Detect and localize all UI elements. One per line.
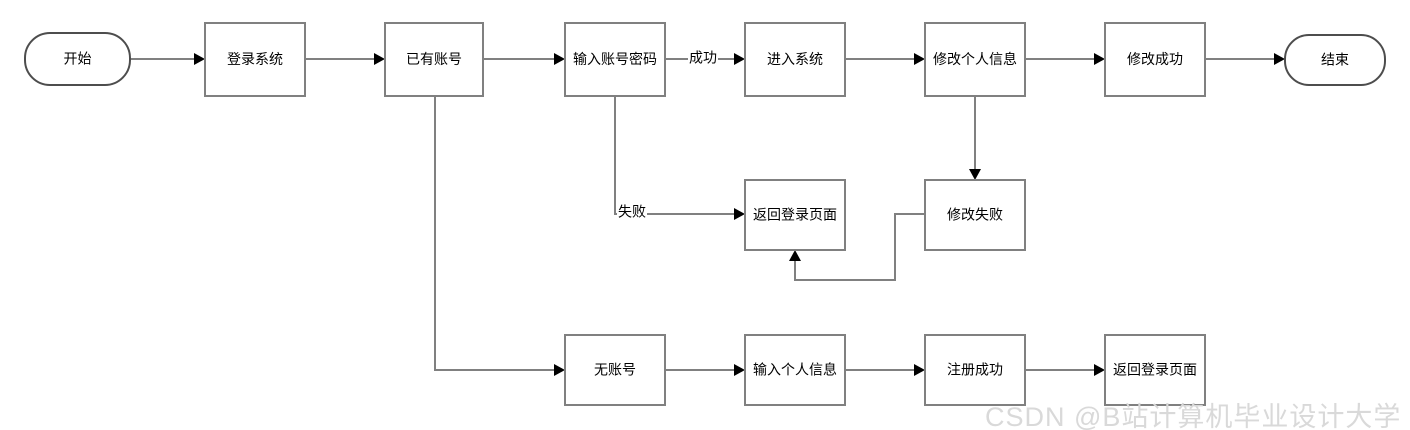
process-shape xyxy=(384,22,484,97)
arrow-head-icon xyxy=(914,364,925,376)
process-shape xyxy=(204,22,306,97)
edge xyxy=(483,53,565,65)
flow-node-edit_fail[interactable]: 修改失败 xyxy=(924,179,1026,251)
arrow-head-icon xyxy=(1094,53,1105,65)
flow-node-has_account[interactable]: 已有账号 xyxy=(384,22,484,97)
arrow-head-icon xyxy=(734,208,745,220)
process-shape xyxy=(744,179,846,251)
process-shape xyxy=(924,334,1026,406)
flow-node-enter_sys[interactable]: 进入系统 xyxy=(744,22,846,97)
edge-label-backdrop xyxy=(617,203,647,223)
flow-node-back_login_1[interactable]: 返回登录页面 xyxy=(744,179,846,251)
node-label: 结束 xyxy=(1321,52,1349,68)
node-label: 返回登录页面 xyxy=(1113,362,1197,378)
node-label: 注册成功 xyxy=(947,362,1003,378)
process-shape xyxy=(924,22,1026,97)
flow-node-no_account[interactable]: 无账号 xyxy=(564,334,666,406)
edge-label: 成功 xyxy=(689,50,717,66)
edge xyxy=(665,364,745,376)
edge xyxy=(845,53,925,65)
node-label: 输入账号密码 xyxy=(573,51,657,67)
edge: 成功 xyxy=(665,49,745,69)
flow-node-reg_ok[interactable]: 注册成功 xyxy=(924,334,1026,406)
edge xyxy=(434,96,565,376)
edge-line xyxy=(794,213,925,281)
process-shape xyxy=(744,22,846,97)
edge xyxy=(305,53,385,65)
edge xyxy=(789,213,925,281)
flow-node-end[interactable]: 结束 xyxy=(1284,34,1386,86)
arrow-head-icon xyxy=(914,53,925,65)
terminator-shape xyxy=(24,32,131,86)
node-label: 返回登录页面 xyxy=(753,207,837,223)
arrow-head-icon xyxy=(554,53,565,65)
node-label: 登录系统 xyxy=(227,51,283,67)
process-shape xyxy=(564,334,666,406)
edge-label-backdrop xyxy=(688,49,718,69)
node-label: 修改个人信息 xyxy=(933,51,1017,67)
process-shape xyxy=(744,334,846,406)
flow-node-edit_ok[interactable]: 修改成功 xyxy=(1104,22,1206,97)
edge: 失败 xyxy=(614,96,745,223)
edge-label: 失败 xyxy=(618,204,646,220)
arrow-head-icon xyxy=(194,53,205,65)
edge xyxy=(1205,53,1285,65)
arrow-head-icon xyxy=(374,53,385,65)
node-label: 进入系统 xyxy=(767,51,823,67)
process-shape xyxy=(564,22,666,97)
node-label: 修改失败 xyxy=(947,207,1003,223)
arrow-head-icon xyxy=(969,169,981,180)
arrow-head-icon xyxy=(554,364,565,376)
node-label: 无账号 xyxy=(594,362,636,378)
node-label: 已有账号 xyxy=(406,51,462,67)
edge xyxy=(1025,53,1105,65)
edge xyxy=(1025,364,1105,376)
edge xyxy=(130,53,205,65)
flow-node-input_info[interactable]: 输入个人信息 xyxy=(744,334,846,406)
terminator-shape xyxy=(1284,34,1386,86)
process-shape xyxy=(1104,334,1206,406)
flow-node-input_pwd[interactable]: 输入账号密码 xyxy=(564,22,666,97)
node-label: 开始 xyxy=(64,51,92,67)
arrow-head-icon xyxy=(1274,53,1285,65)
node-label: 输入个人信息 xyxy=(753,362,837,378)
arrow-head-icon xyxy=(1094,364,1105,376)
edge xyxy=(845,364,925,376)
arrow-head-icon xyxy=(734,364,745,376)
flow-node-edit_info[interactable]: 修改个人信息 xyxy=(924,22,1026,97)
flow-node-login_sys[interactable]: 登录系统 xyxy=(204,22,306,97)
edge xyxy=(969,96,981,180)
flow-node-back_login_2[interactable]: 返回登录页面 xyxy=(1104,334,1206,406)
process-shape xyxy=(924,179,1026,251)
edge-line xyxy=(614,96,738,215)
flow-node-start[interactable]: 开始 xyxy=(24,32,131,86)
process-shape xyxy=(1104,22,1206,97)
edge-line xyxy=(434,96,558,371)
arrow-head-icon xyxy=(789,250,801,261)
node-label: 修改成功 xyxy=(1127,51,1183,67)
arrow-head-icon xyxy=(734,53,745,65)
